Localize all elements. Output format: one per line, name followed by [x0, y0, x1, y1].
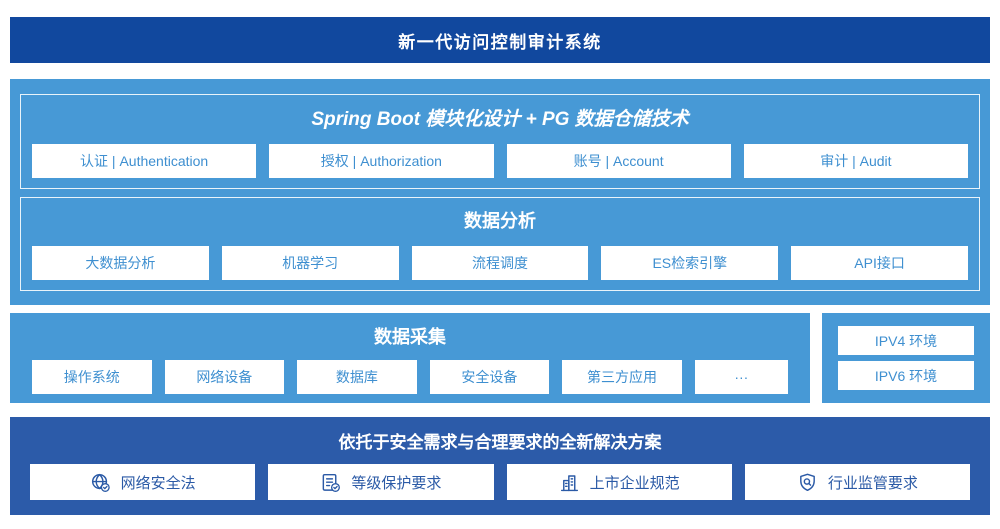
collection-chip-label: 操作系统 — [63, 369, 120, 385]
collection-chip: 网络设备 — [164, 360, 285, 394]
solution-chip-level-protection: 等级保护要求 — [268, 464, 494, 500]
collection-chip-row: 操作系统 网络设备 数据库 安全设备 第三方应用 ··· — [32, 360, 788, 394]
analysis-chip: API接口 — [791, 246, 968, 281]
collection-chip: 第三方应用 — [562, 360, 682, 394]
env-chip-ipv6: IPV6 环境 — [838, 361, 974, 390]
analysis-title: 数据分析 — [464, 211, 536, 232]
collection-band: 数据采集 操作系统 网络设备 数据库 安全设备 第三方应用 ··· — [10, 313, 810, 403]
analysis-chip-row: 大数据分析 机器学习 流程调度 ES检索引擎 API接口 — [32, 246, 968, 281]
shield-search-icon — [797, 472, 818, 493]
modules-chip-row: 认证 | Authentication 授权 | Authorization 账… — [32, 144, 968, 179]
analysis-chip: 流程调度 — [411, 246, 589, 281]
env-chip-ipv4: IPV4 环境 — [838, 326, 974, 355]
module-chip-label: 审计 | Audit — [820, 153, 892, 170]
collection-chip-label: 安全设备 — [461, 369, 518, 385]
analysis-chip: 大数据分析 — [32, 246, 209, 281]
module-chip-label: 认证 | Authentication — [80, 153, 209, 170]
collection-chip: 安全设备 — [429, 360, 550, 394]
solution-chip-industry-regulation: 行业监管要求 — [744, 464, 970, 500]
module-chip: 认证 | Authentication — [32, 144, 257, 179]
analysis-chip-label: 大数据分析 — [85, 255, 156, 272]
analysis-chip: 机器学习 — [221, 246, 399, 281]
collection-chip-label: 第三方应用 — [586, 369, 657, 385]
analysis-section: 数据分析 大数据分析 机器学习 流程调度 ES检索引擎 API接口 — [20, 196, 980, 291]
analysis-chip-label: 机器学习 — [282, 255, 339, 272]
globe-check-icon — [90, 472, 111, 493]
collection-chip-ellipsis: ··· — [694, 360, 788, 394]
solution-chip-row: 网络安全法 等级保护要求 — [30, 464, 970, 500]
system-title-banner: 新一代访问控制审计系统 — [10, 17, 990, 63]
module-chip: 授权 | Authorization — [269, 144, 494, 179]
solution-title: 依托于安全需求与合理要求的全新解决方案 — [338, 433, 662, 452]
collection-row: 数据采集 操作系统 网络设备 数据库 安全设备 第三方应用 ··· IPV4 环… — [10, 313, 990, 403]
analysis-chip-label: 流程调度 — [471, 255, 528, 272]
analysis-chip-label: ES检索引擎 — [652, 255, 728, 272]
env-chip-label: IPV6 环境 — [874, 367, 938, 384]
solution-band: 依托于安全需求与合理要求的全新解决方案 网络安全法 — [10, 417, 990, 515]
analysis-chip-label: API接口 — [854, 255, 905, 272]
environment-panel: IPV4 环境 IPV6 环境 — [822, 313, 990, 403]
solution-chip-cybersecurity-law: 网络安全法 — [30, 464, 256, 500]
solution-chip-label: 上市企业规范 — [589, 474, 680, 492]
collection-chip-label: 网络设备 — [196, 369, 253, 385]
platform-band: Spring Boot 模块化设计 + PG 数据仓储技术 认证 | Authe… — [10, 79, 990, 305]
collection-chip: 数据库 — [297, 360, 417, 394]
collection-chip-label: 数据库 — [335, 369, 378, 385]
modules-section: Spring Boot 模块化设计 + PG 数据仓储技术 认证 | Authe… — [20, 94, 980, 189]
solution-chip-label: 网络安全法 — [120, 474, 196, 492]
analysis-chip: ES检索引擎 — [601, 246, 779, 281]
system-title: 新一代访问控制审计系统 — [398, 32, 602, 52]
building-icon — [559, 472, 580, 493]
env-chip-label: IPV4 环境 — [874, 332, 938, 349]
modules-title: Spring Boot 模块化设计 + PG 数据仓储技术 — [311, 109, 689, 131]
solution-chip-label: 行业监管要求 — [827, 474, 918, 492]
document-check-icon — [320, 472, 341, 493]
collection-chip: 操作系统 — [32, 360, 152, 394]
module-chip-label: 账号 | Account — [573, 153, 664, 170]
module-chip-label: 授权 | Authorization — [320, 153, 442, 170]
collection-chip-label: ··· — [734, 369, 749, 385]
solution-chip-label: 等级保护要求 — [351, 474, 442, 492]
module-chip: 账号 | Account — [506, 144, 731, 179]
collection-title: 数据采集 — [374, 327, 446, 347]
solution-chip-listed-company: 上市企业规范 — [506, 464, 732, 500]
module-chip: 审计 | Audit — [743, 144, 968, 179]
